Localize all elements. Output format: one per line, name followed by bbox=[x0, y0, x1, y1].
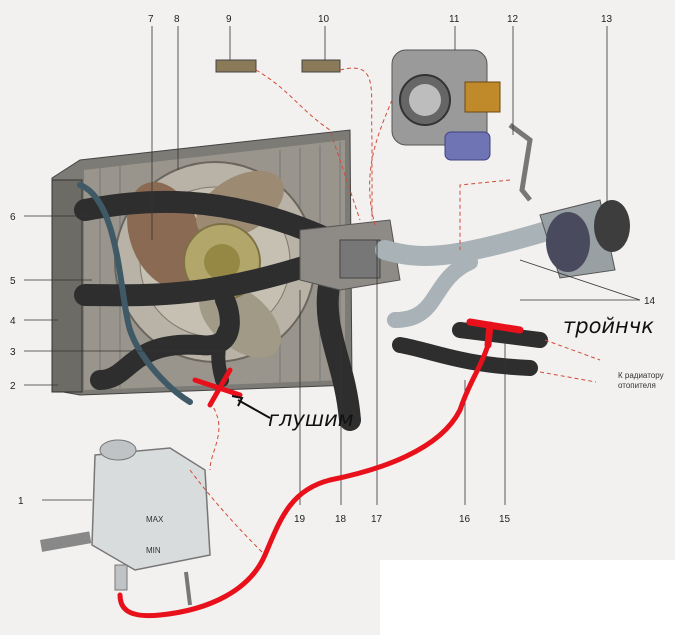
tank-max-label: MAX bbox=[146, 515, 164, 524]
label-11: 11 bbox=[449, 14, 460, 25]
label-14: 14 bbox=[644, 296, 656, 307]
thermostat-housing bbox=[299, 219, 401, 291]
plug-annotation: глушим bbox=[268, 407, 354, 431]
label-5: 5 bbox=[10, 276, 16, 287]
expansion-tank bbox=[40, 439, 211, 606]
label-16: 16 bbox=[459, 514, 471, 525]
label-12: 12 bbox=[507, 14, 519, 25]
heater-arrows bbox=[539, 339, 601, 383]
expansion-hose bbox=[77, 182, 193, 405]
white-corner bbox=[380, 560, 675, 635]
label-10: 10 bbox=[318, 14, 330, 25]
tee-mark bbox=[466, 318, 524, 349]
heater-label-line1: К радиатору bbox=[618, 371, 664, 380]
label-7: 7 bbox=[148, 14, 154, 25]
label-6: 6 bbox=[10, 212, 16, 223]
label-18: 18 bbox=[335, 514, 347, 525]
label-2: 2 bbox=[10, 381, 16, 392]
label-4: 4 bbox=[10, 316, 16, 327]
bypass-line bbox=[117, 342, 491, 619]
pipes bbox=[375, 220, 560, 328]
part-numbers: 1 2 3 4 5 6 7 8 9 10 11 12 13 14 15 16 1… bbox=[10, 14, 656, 525]
sensors bbox=[215, 59, 533, 202]
label-13: 13 bbox=[601, 14, 613, 25]
label-15: 15 bbox=[499, 514, 511, 525]
label-19: 19 bbox=[294, 514, 306, 525]
label-17: 17 bbox=[371, 514, 383, 525]
label-3: 3 bbox=[10, 347, 16, 358]
label-8: 8 bbox=[174, 14, 180, 25]
tank-min-label: MIN bbox=[146, 546, 161, 555]
label-1: 1 bbox=[18, 496, 24, 507]
water-pump bbox=[539, 199, 630, 279]
red-markers bbox=[117, 318, 524, 619]
plug-arrow bbox=[237, 399, 271, 419]
plug-cross-mark bbox=[192, 367, 243, 408]
throttle-body bbox=[391, 49, 501, 161]
tee-annotation: тройнчк bbox=[563, 314, 654, 338]
leader-lines bbox=[24, 26, 641, 505]
heater-label-line2: отопителя bbox=[618, 381, 656, 390]
dashed-leaders bbox=[189, 67, 511, 556]
label-9: 9 bbox=[226, 14, 232, 25]
hoses bbox=[74, 190, 548, 431]
